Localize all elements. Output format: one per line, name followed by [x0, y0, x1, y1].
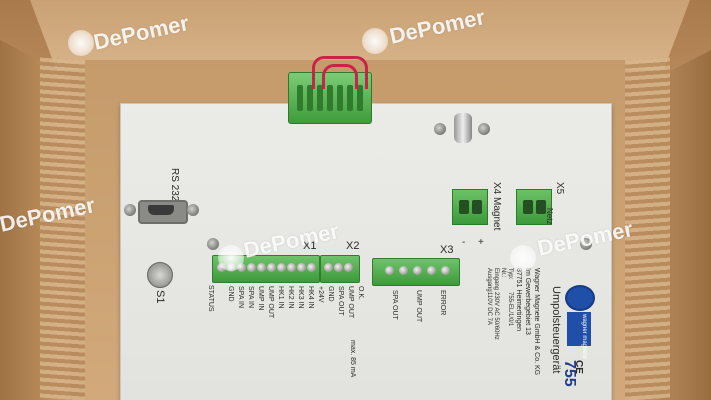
x2-pin-label: SPA OUT	[337, 286, 344, 316]
jumper-wire	[312, 56, 368, 89]
x2-pin-label: UMP OUT	[347, 286, 354, 319]
screw-icon	[187, 204, 199, 216]
spec-line: Nr.:	[500, 268, 506, 278]
spec-line: 755-EL/1/0/1	[507, 292, 513, 327]
brand-logo-icon	[565, 285, 595, 311]
x1-pin-label: SPA IN	[247, 286, 254, 309]
model-number: 755	[561, 360, 578, 387]
screw-icon	[478, 123, 490, 135]
spec-line: Ausgang	[486, 268, 492, 292]
spec-line: 230V AC 50/60Hz	[493, 292, 499, 340]
screw-icon	[434, 123, 446, 135]
watermark-dot	[68, 30, 94, 56]
maker-line: 87751 Heimertingen	[515, 268, 522, 332]
x2-pin-label: O.K.	[357, 286, 364, 301]
x4-magnet-terminal[interactable]	[452, 189, 488, 225]
spec-line: 110V DC 7A	[486, 292, 492, 325]
spec-line: Eingang	[493, 268, 499, 291]
rs232-connector[interactable]	[138, 200, 188, 224]
x4-label: X4 Magnet	[491, 182, 502, 231]
spec-line: Typ:	[507, 268, 513, 280]
watermark-dot	[218, 245, 244, 271]
jumper-wire	[322, 64, 358, 89]
maker-line: Im Gewerbegebiet 13	[524, 268, 531, 335]
x2-label: X2	[346, 240, 360, 252]
x2-pin-label: GND	[327, 286, 334, 302]
s1-rotary-switch[interactable]	[147, 262, 173, 288]
s1-label: S1	[154, 290, 166, 304]
watermark-dot	[510, 245, 536, 271]
x5-netz-terminal[interactable]	[516, 189, 552, 225]
x3-terminal-block[interactable]	[372, 258, 460, 286]
x3-pin-label: ERROR	[439, 290, 446, 316]
maker-line: Wagner Magnete GmbH & Co. KG	[533, 268, 540, 376]
cable-clamp	[430, 113, 494, 143]
x1-pin-label: HK2 IN	[287, 286, 294, 309]
screw-icon	[124, 204, 136, 216]
x1-pin-label: HK1 IN	[277, 286, 284, 309]
x4-plus-label: +	[478, 237, 484, 248]
x4-minus-label: -	[462, 237, 466, 248]
status-label: STATUS	[207, 285, 214, 312]
x5-label: X5	[554, 182, 565, 195]
x1-pin-label: SPA IN	[237, 286, 244, 309]
x3-label: X3	[440, 244, 454, 256]
x1-pin-label: GND	[227, 286, 234, 302]
x2-current-note: max. 85 mA	[349, 340, 356, 378]
x1-pin-label: HK3 IN	[297, 286, 304, 309]
x1-pin-label: UMP OUT	[267, 286, 274, 319]
x3-pin-label: SPA OUT	[391, 290, 398, 320]
rs232-label: RS 232	[169, 168, 180, 202]
x1-pin-label: HK4 IN	[307, 286, 314, 309]
screw-icon	[207, 238, 219, 250]
netz-label: Netz	[545, 208, 554, 225]
x1-pin-label: UMP IN	[257, 286, 264, 311]
brand-badge: wagner magnete	[567, 312, 591, 359]
x2-terminal-block[interactable]	[320, 255, 360, 283]
screw-icon	[580, 238, 592, 250]
x1-label: X1	[303, 240, 317, 252]
x3-pin-label: UMP OUT	[415, 290, 422, 323]
x1-pin-label: +24V	[317, 286, 324, 303]
watermark-dot	[362, 28, 388, 54]
